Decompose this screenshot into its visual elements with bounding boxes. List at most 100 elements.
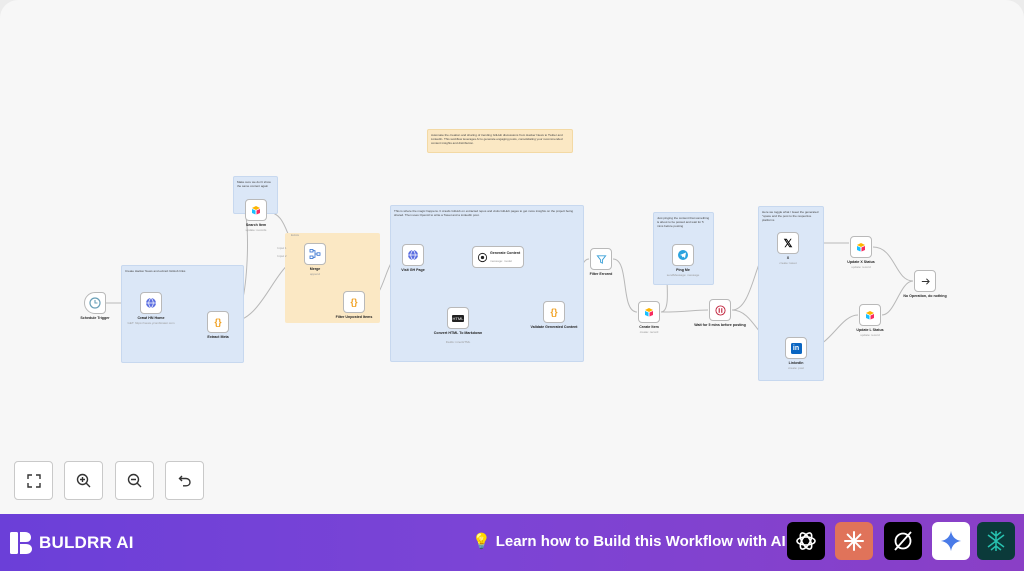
gemini-logo-icon <box>940 530 962 552</box>
crawl-hn-node[interactable] <box>140 292 162 314</box>
node-subtitle: update: record <box>851 265 871 269</box>
schedule-trigger-node[interactable] <box>84 292 106 314</box>
linkedin-icon: in <box>790 342 802 354</box>
input-label: Input 1 <box>277 246 287 250</box>
node-label: Crawl HN Home <box>137 316 165 320</box>
node-subtitle: update: record <box>860 333 880 337</box>
claude-icon[interactable] <box>835 522 873 560</box>
create-item-node[interactable] <box>638 301 660 323</box>
sticky-note-text: Make sure we don't show the same content… <box>237 180 271 188</box>
node-subtitle: append <box>309 272 320 276</box>
node-label: Merge <box>309 267 321 271</box>
claude-logo-icon <box>844 531 864 551</box>
visit-gh-node[interactable] <box>402 244 424 266</box>
zoom-out-button[interactable] <box>115 461 154 500</box>
wait-node[interactable] <box>709 299 731 321</box>
x-logo-icon: 𝕏 <box>783 237 793 250</box>
search-item-node[interactable] <box>245 199 267 221</box>
globe-icon <box>146 297 156 309</box>
arrow-right-icon <box>921 277 930 285</box>
sticky-note-text: Create Hacker News and extract GitHub li… <box>125 269 186 273</box>
telegram-icon <box>678 250 688 260</box>
sticky-note-text: Automate the creation and sharing of tre… <box>431 133 563 145</box>
x-node[interactable]: 𝕏 <box>777 232 799 254</box>
deepseek-icon[interactable] <box>977 522 1015 560</box>
airtable-icon <box>866 311 874 320</box>
openai-icon <box>477 252 488 262</box>
node-subtitle: create: post <box>788 366 804 370</box>
node-label: LinkedIn <box>788 361 804 365</box>
no-operation-node[interactable] <box>914 270 936 292</box>
brand[interactable]: BULDRR AI <box>9 531 134 555</box>
convert-html-node[interactable]: HTML <box>447 307 469 329</box>
node-label: Generate Content <box>490 251 521 255</box>
perplexity-logo-icon <box>894 531 912 551</box>
chatgpt-logo-icon <box>796 532 816 550</box>
lightbulb-icon: 💡 <box>472 533 491 550</box>
airtable-icon <box>645 308 653 317</box>
node-label: No Operation, do nothing <box>903 294 947 298</box>
validate-content-node[interactable]: {} <box>543 301 565 323</box>
node-subtitle: GET: https://news.ycombinator.com <box>127 321 175 325</box>
node-subtitle: Fields: innerHTML <box>445 340 471 344</box>
node-label: Search Item <box>245 223 267 227</box>
filter-unposted-node[interactable]: {} <box>343 291 365 313</box>
node-subtitle: create: record <box>639 330 659 334</box>
node-label: Wait for 5 mins before posting <box>694 323 746 327</box>
input-label: Input 2 <box>277 254 287 258</box>
node-label: Filter Unposted Items <box>335 315 373 319</box>
sticky-note-overview[interactable]: Automate the creation and sharing of tre… <box>427 129 573 153</box>
sticky-note-ai[interactable]: This is where the magic happens. It craw… <box>390 205 584 362</box>
cta-text: Learn how to Build this Workflow with AI… <box>495 532 791 550</box>
generate-content-node[interactable]: Generate Content message: model <box>472 246 524 268</box>
sticky-note-text: Just pinging the content that something … <box>657 216 710 228</box>
node-label: Ping Me <box>676 268 690 272</box>
filter-errored-node[interactable] <box>590 248 612 270</box>
brand-name: BULDRR AI <box>39 532 134 552</box>
branch-label: Exists <box>290 233 299 237</box>
gemini-icon[interactable] <box>932 522 970 560</box>
node-label: X <box>786 256 790 260</box>
extract-meta-node[interactable]: {} <box>207 311 229 333</box>
merge-icon <box>309 249 321 259</box>
sticky-note-text: Here we toggle what / tweet the generate… <box>762 210 819 222</box>
node-label: Validate Generated Content <box>530 325 578 329</box>
sticky-note-text: This is where the magic happens. It craw… <box>394 209 574 217</box>
zoom-out-icon <box>127 473 142 488</box>
node-label: Visit GH Page <box>401 268 425 272</box>
workflow-canvas[interactable]: Automate the creation and sharing of tre… <box>0 0 1024 514</box>
undo-icon <box>178 475 191 486</box>
update-l-status-node[interactable] <box>859 304 881 326</box>
ping-me-node[interactable] <box>672 244 694 266</box>
code-braces-icon: {} <box>214 317 222 327</box>
deepseek-logo-icon <box>987 531 1005 551</box>
node-subtitle: message: model <box>490 259 513 263</box>
globe-icon <box>408 249 418 261</box>
clock-icon <box>89 297 101 309</box>
fit-view-icon <box>26 473 41 488</box>
node-label: Create Item <box>639 325 659 329</box>
node-label: Convert HTML To Markdown <box>433 331 483 335</box>
node-label: Filter Errored <box>589 272 613 276</box>
merge-node[interactable] <box>304 243 326 265</box>
node-label: Schedule Trigger <box>80 316 110 320</box>
fit-view-button[interactable] <box>14 461 53 500</box>
node-label: Extract Meta <box>207 335 229 339</box>
linkedin-node[interactable]: in <box>785 337 807 359</box>
node-subtitle: sendMessage: message <box>666 273 700 277</box>
node-label: Update X Status <box>847 260 875 264</box>
chatgpt-icon[interactable] <box>787 522 825 560</box>
perplexity-icon[interactable] <box>884 522 922 560</box>
node-label: Update L Status <box>856 328 884 332</box>
buldrr-logo-icon <box>10 531 32 554</box>
pause-icon <box>714 304 726 316</box>
node-subtitle: update: records <box>245 228 267 232</box>
code-braces-icon: {} <box>350 297 358 307</box>
code-braces-icon: {} <box>550 307 558 317</box>
undo-button[interactable] <box>165 461 204 500</box>
airtable-icon <box>252 206 260 215</box>
learn-cta[interactable]: 💡 Learn how to Build this Workflow with … <box>472 532 791 551</box>
zoom-in-button[interactable] <box>64 461 103 500</box>
update-x-status-node[interactable] <box>850 236 872 258</box>
zoom-in-icon <box>76 473 91 488</box>
